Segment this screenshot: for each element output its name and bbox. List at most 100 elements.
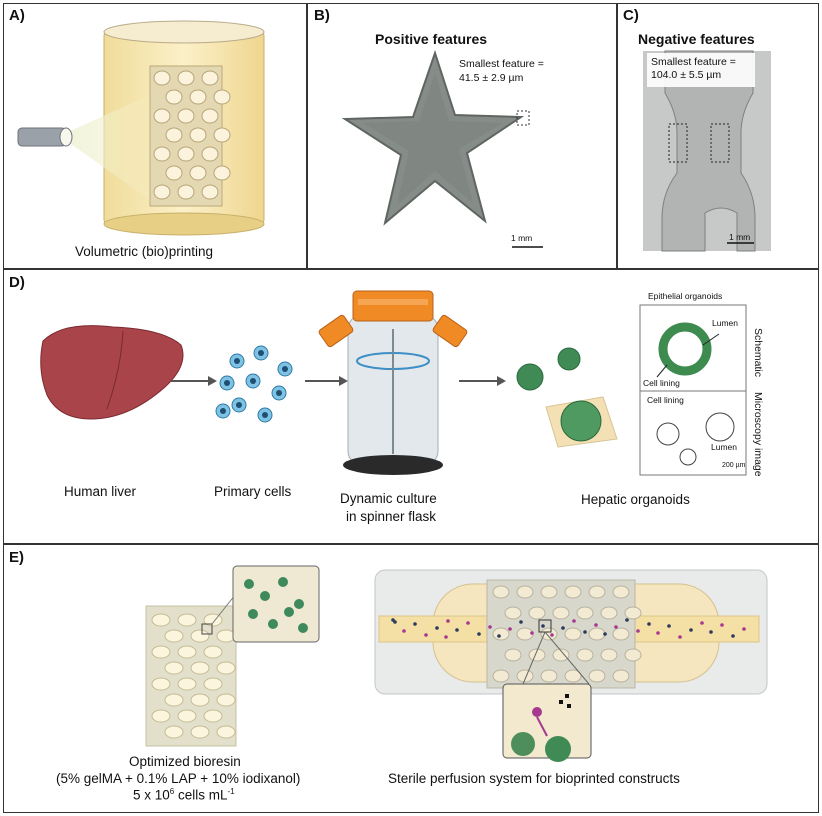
construct-pore (540, 627, 558, 641)
cell-nucleus (250, 378, 256, 384)
construct-pore (624, 648, 642, 662)
cell-nucleus (282, 366, 288, 372)
perfusate-particle (444, 635, 448, 639)
construct-pore (540, 669, 558, 683)
inset-lumen-2: Lumen (711, 442, 737, 452)
construct-pore (552, 606, 570, 620)
perfusion-chamber (374, 569, 768, 695)
lattice-pore (213, 127, 231, 143)
embedded-cell (244, 579, 254, 589)
inset-lumen: Lumen (712, 318, 738, 328)
bioresin-lattice (145, 589, 240, 747)
perfusate-particle (625, 618, 629, 622)
lattice-pore (189, 127, 207, 143)
embedded-cell (278, 577, 288, 587)
construct-pore (564, 627, 582, 641)
bioresin-pore (190, 693, 210, 707)
bioresin-pore (203, 677, 223, 691)
perfusate-particle (497, 634, 501, 638)
bioresin-pore (164, 661, 184, 675)
bioresin-pore (216, 693, 236, 707)
perfusate-particle (572, 619, 576, 623)
perfusate-particle (550, 633, 554, 637)
light-beam (68, 95, 150, 200)
cell-nucleus (234, 358, 240, 364)
construct-pore (516, 585, 534, 599)
perfusate-particle (594, 623, 598, 627)
lattice-pore (177, 184, 195, 200)
construct-pore (624, 606, 642, 620)
bioresin-pore (190, 661, 210, 675)
organoid-cluster-icon (516, 347, 618, 448)
embedded-cell (284, 607, 294, 617)
lattice-pore (213, 89, 231, 105)
cell-nucleus (236, 402, 242, 408)
construct-pore (612, 627, 630, 641)
construct-pore (600, 648, 618, 662)
lattice-pore (201, 184, 219, 200)
lattice-pore (189, 165, 207, 181)
perfusate-particle (678, 635, 682, 639)
inset-title: Epithelial organoids (648, 291, 723, 301)
perfusate-particle (667, 624, 671, 628)
panel-a-label: A) (9, 7, 25, 24)
perfusate-particle (709, 630, 713, 634)
caption-hepatic-organoids: Hepatic organoids (581, 492, 690, 507)
panel-c-feature-line2: 104.0 ± 5.5 µm (651, 69, 722, 81)
embedded-cell (298, 623, 308, 633)
panel-a-caption: Volumetric (bio)printing (75, 244, 214, 259)
embedded-cell (260, 591, 270, 601)
lattice-pore (177, 108, 195, 124)
cell-nucleus (224, 380, 230, 386)
perfusate-particle (402, 629, 406, 633)
panel-b-title: Positive features (375, 31, 488, 47)
construct-pore (492, 585, 510, 599)
arrow-liver-to-cells-icon (171, 376, 217, 386)
perfusate-particle (508, 627, 512, 631)
construct-pore (588, 585, 606, 599)
bioresin-pore (151, 709, 171, 723)
perfusate-particle (583, 630, 587, 634)
panel-e-right-caption: Sterile perfusion system for bioprinted … (388, 771, 680, 786)
construct-pore (612, 585, 630, 599)
bioresin-pore (216, 661, 236, 675)
panel-c-title: Negative features (638, 31, 755, 47)
cells-concentration-unit-exponent: -1 (227, 787, 235, 796)
cell-nucleus (276, 390, 282, 396)
construct-pore (576, 606, 594, 620)
cell-nucleus (258, 350, 264, 356)
construct-pore (588, 627, 606, 641)
organoid-workflow-illustration (40, 290, 747, 476)
liver-icon (40, 325, 184, 420)
lattice-pore (201, 146, 219, 162)
vial-top (103, 20, 265, 44)
light-source-icon (17, 127, 73, 147)
cell-nucleus (262, 412, 268, 418)
lattice-pore (153, 184, 171, 200)
panel-e-left-caption-2: (5% gelMA + 0.1% LAP + 10% iodixanol) (56, 771, 301, 786)
perfusate-particle (519, 620, 523, 624)
construct-pore (564, 669, 582, 683)
bioresin-pore (177, 677, 197, 691)
channel-zoom-left (668, 123, 688, 163)
lattice-pore (153, 70, 171, 86)
arrow-cells-to-flask-icon (305, 376, 348, 386)
inset-schematic-label: Schematic (752, 328, 764, 378)
construct-pore (516, 669, 534, 683)
perfusate-particle (530, 631, 534, 635)
perfusate-particle (742, 627, 746, 631)
cells-concentration-suffix: cells mL (174, 787, 228, 803)
zoom-box (516, 110, 530, 126)
lattice-pore (165, 89, 183, 105)
panel-e-left-caption-1: Optimized bioresin (129, 754, 241, 769)
bioresin-pore (164, 725, 184, 739)
cells-concentration-exponent: 6 (169, 787, 175, 796)
lattice-pore (165, 165, 183, 181)
perfusate-particle (603, 632, 607, 636)
primary-cells-icon (215, 345, 293, 423)
construct-pore (588, 669, 606, 683)
perfusate-particle (393, 620, 397, 624)
embedded-cell (268, 619, 278, 629)
panel-b-label: B) (314, 7, 330, 24)
organoid-schematic (658, 322, 712, 376)
